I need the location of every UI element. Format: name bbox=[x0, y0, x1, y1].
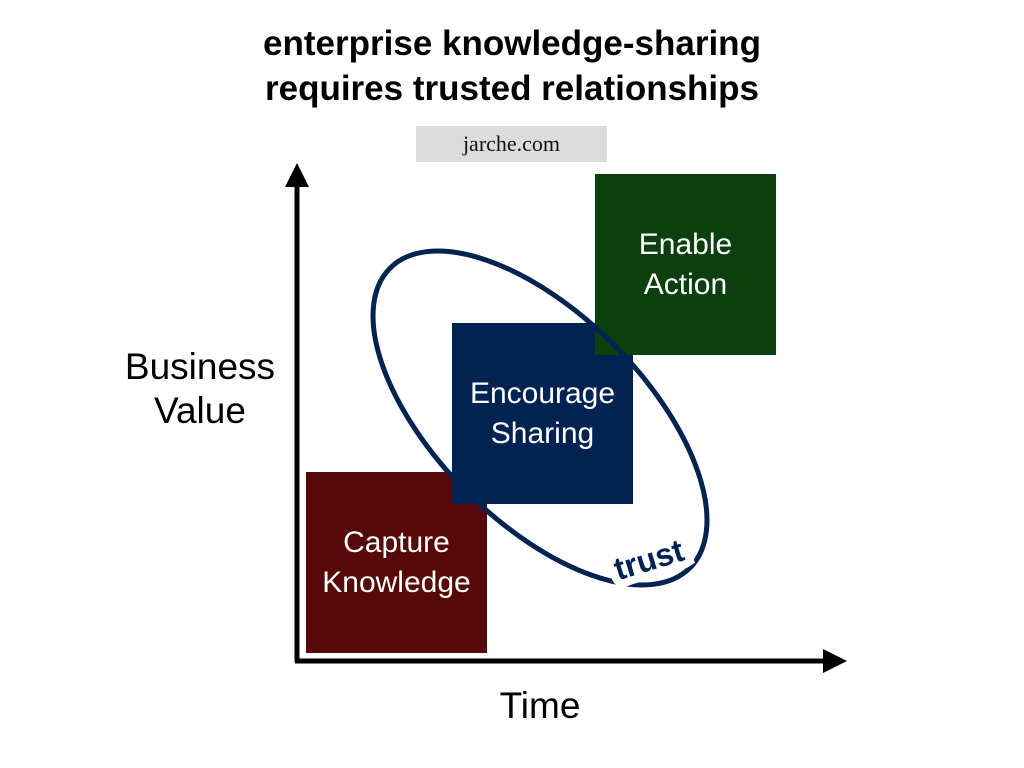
y-axis-label: Business Value bbox=[110, 345, 290, 433]
title-line-2: requires trusted relationships bbox=[264, 69, 760, 108]
box-label-line-1: Encourage bbox=[469, 376, 616, 410]
box-label-line-2: Sharing bbox=[490, 416, 595, 450]
trust-ellipse bbox=[370, 248, 710, 588]
enable-action-box: Enable Action bbox=[595, 174, 776, 355]
source-badge: jarche.com bbox=[416, 126, 607, 162]
box-label-line-1: Enable bbox=[638, 227, 733, 261]
x-axis-arrow-icon bbox=[823, 649, 847, 673]
y-label-line-1: Business bbox=[124, 346, 276, 387]
y-label-line-2: Value bbox=[154, 390, 246, 431]
box-label-line-1: Capture bbox=[343, 525, 450, 559]
box-label-line-2: Action bbox=[643, 267, 728, 301]
box-label-line-2: Knowledge bbox=[322, 565, 471, 599]
x-axis-label: Time bbox=[499, 685, 581, 726]
y-axis-arrow-icon bbox=[285, 163, 309, 187]
title-line-1: enterprise knowledge-sharing bbox=[263, 24, 761, 63]
